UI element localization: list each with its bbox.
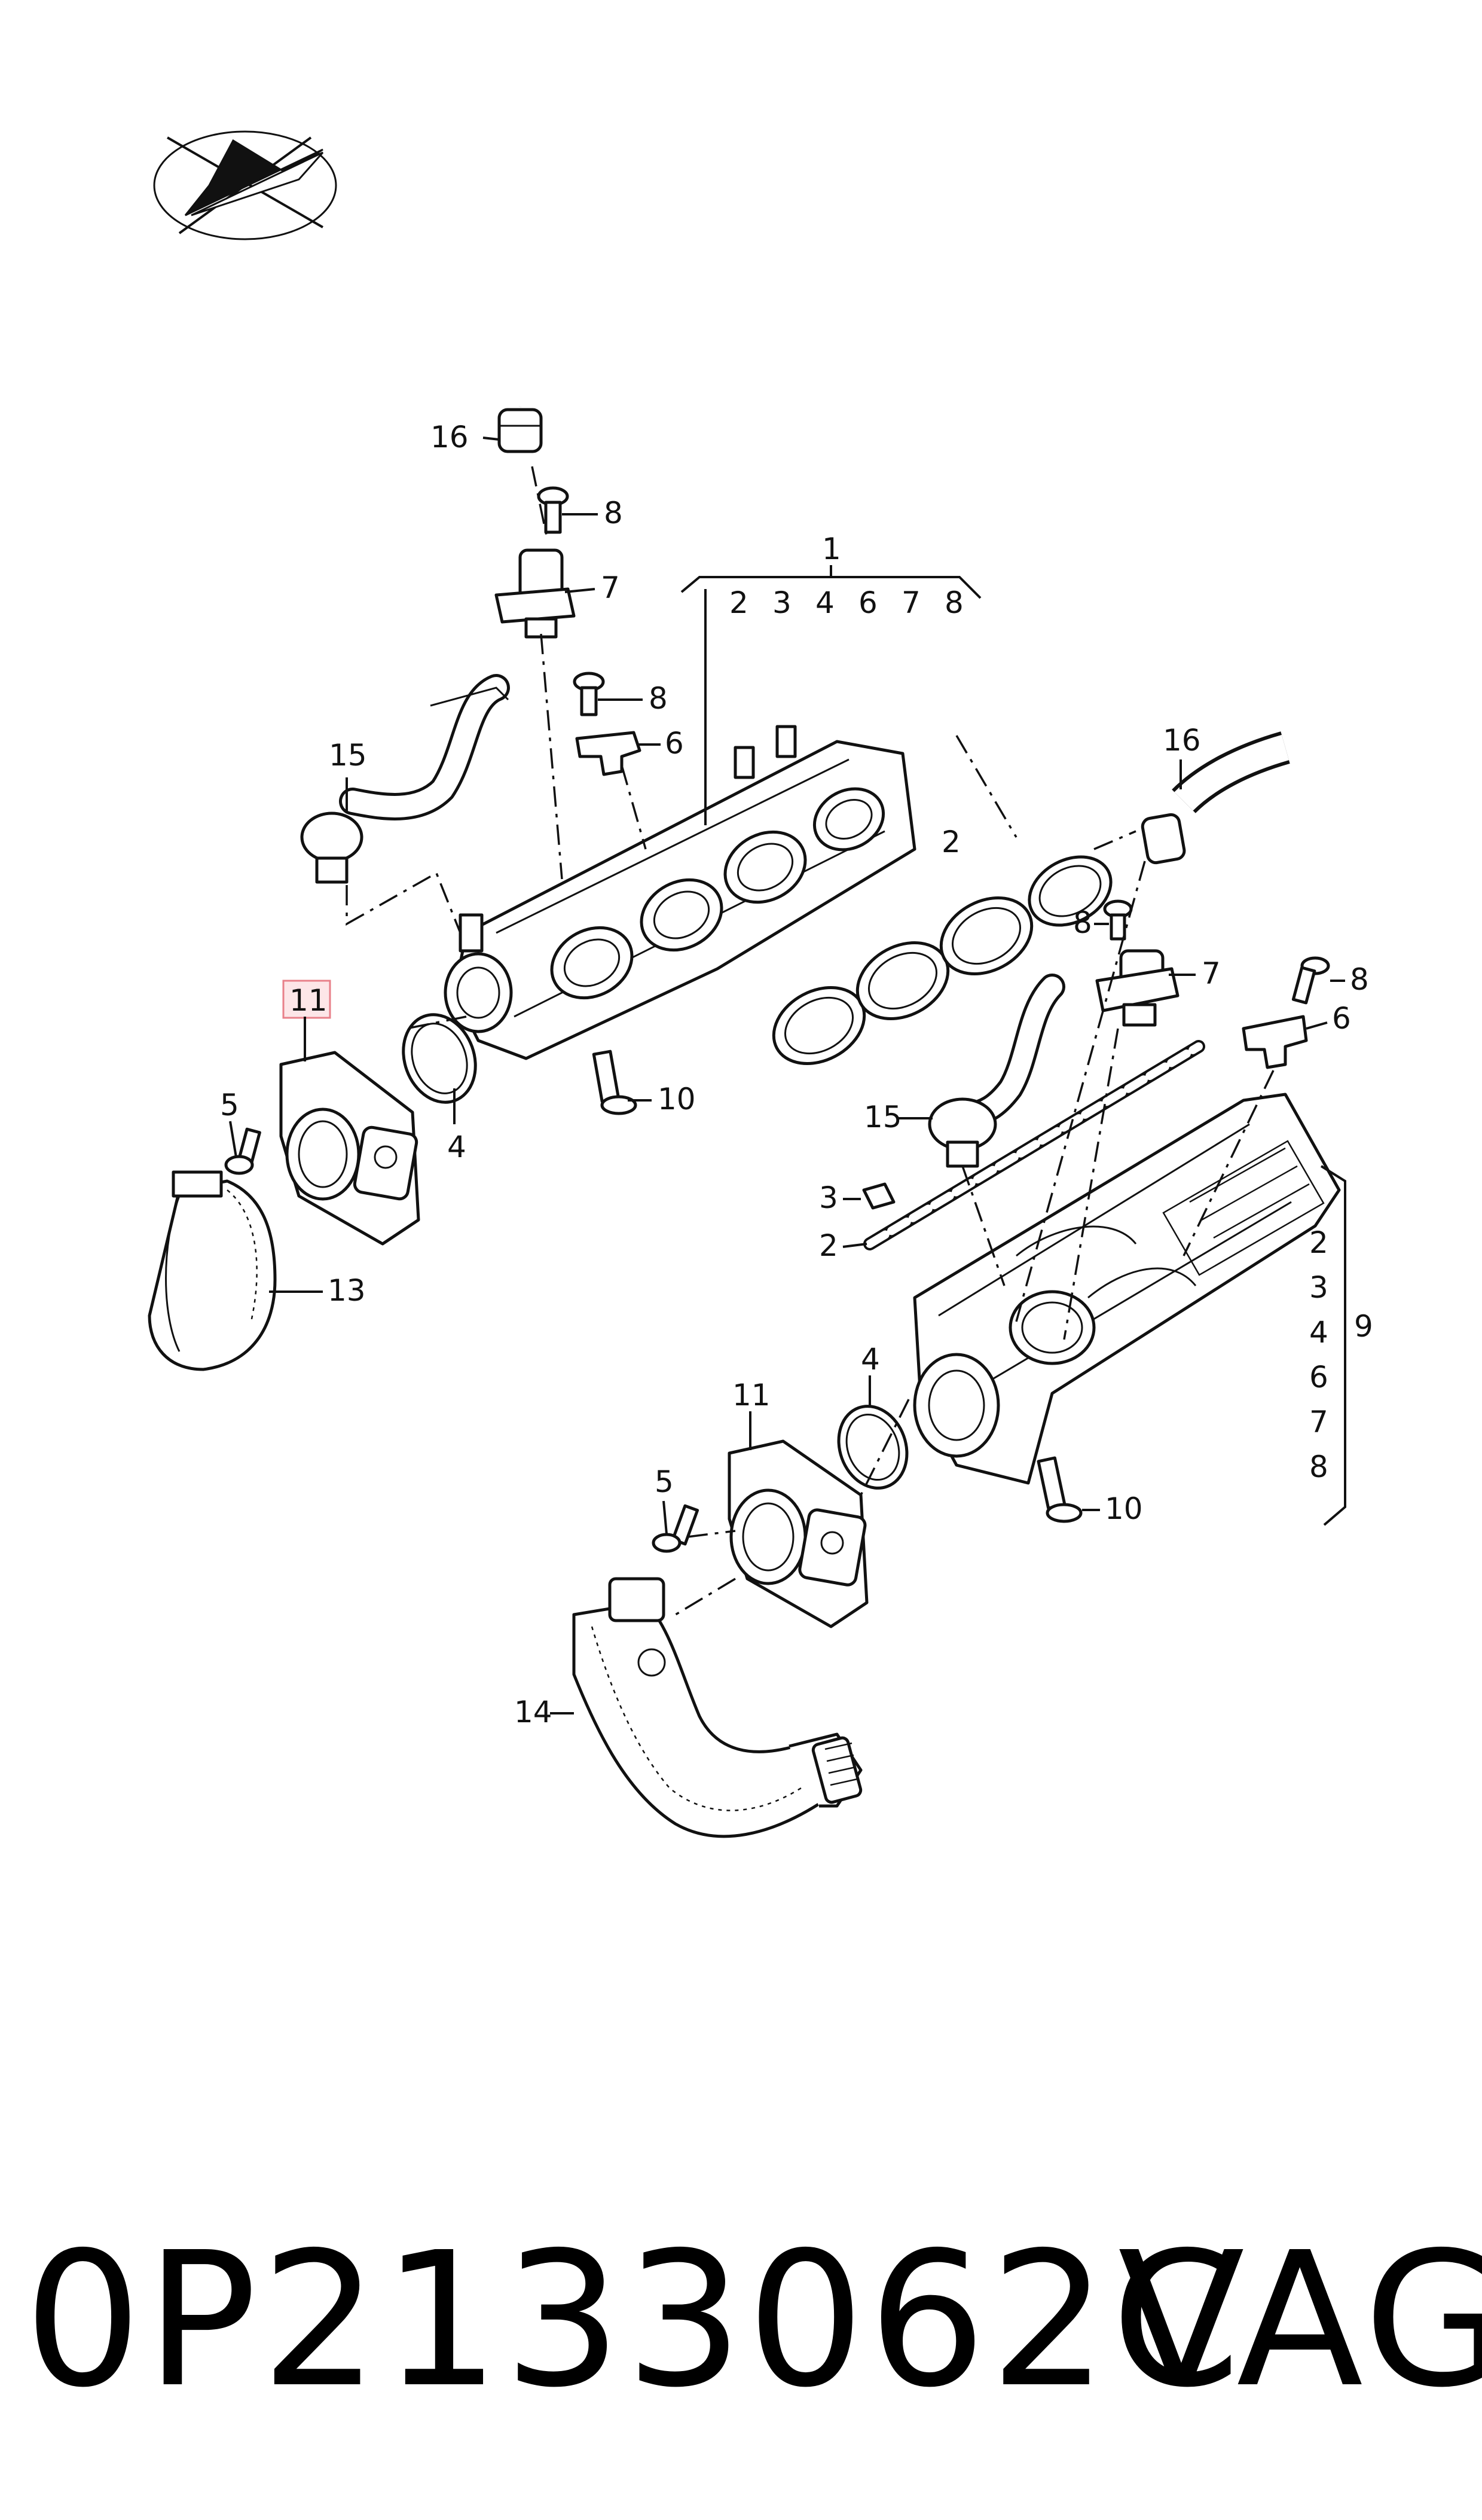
callout-6-right: 6 [1332, 1001, 1351, 1036]
coolant-hose-15-right [928, 974, 1065, 1168]
intake-manifold-9-lower [913, 1093, 1341, 1485]
group9-item: 8 [1309, 1450, 1328, 1484]
group-1-item-list: 2 3 4 6 7 8 [729, 585, 964, 620]
sensor-7-top [494, 548, 576, 639]
group1-item: 8 [945, 585, 964, 620]
sensor-6-top [575, 731, 641, 776]
highlight-box-11 [282, 980, 331, 1019]
screw-5-lower [652, 1504, 699, 1553]
group9-item: 4 [1309, 1315, 1328, 1350]
group-9-item-list: 2 3 4 6 7 8 [1309, 1225, 1328, 1484]
intake-manifold-upper [444, 725, 916, 1060]
callout-9: 9 [1354, 1309, 1373, 1344]
callout-7-top: 7 [601, 570, 620, 605]
group1-item: 4 [815, 585, 835, 620]
callout-2-upper: 2 [942, 825, 961, 859]
o-ring-4-lower [837, 1405, 909, 1490]
callout-10-lower: 10 [1105, 1491, 1143, 1526]
group9-item: 3 [1309, 1270, 1328, 1305]
air-duct-14 [572, 1577, 863, 1838]
callout-4-upper: 4 [447, 1130, 466, 1164]
callout-15-left: 15 [329, 738, 367, 773]
screw-8-middle [573, 672, 605, 716]
sensor-6-right [1242, 1015, 1308, 1069]
footer: 0P2133062C VAG [0, 2213, 1482, 2452]
part-number: 0P2133062C [24, 2213, 1245, 2429]
group9-item: 2 [1309, 1225, 1328, 1260]
group1-item: 6 [858, 585, 878, 620]
screw-8-right-lower [1291, 956, 1330, 1005]
callout-1: 1 [822, 532, 841, 566]
manifold-gasket-2-upper [772, 855, 1113, 1066]
breather-hose-16-right [1141, 731, 1290, 865]
coolant-hose-15-left [300, 674, 510, 884]
callout-3: 3 [819, 1180, 838, 1215]
callout-6-top: 6 [665, 726, 684, 761]
sensor-7-right [1095, 949, 1180, 1027]
direction-arrow-logo [153, 130, 337, 240]
air-duct-13 [148, 1170, 277, 1371]
brand-name: VAG [1118, 2213, 1482, 2429]
screw-8-right-upper [1103, 899, 1133, 941]
screw-8-top [537, 486, 569, 534]
group1-item: 2 [729, 585, 748, 620]
callout-4-lower: 4 [861, 1342, 880, 1377]
leader-lines [229, 437, 1346, 1714]
group1-item: 3 [772, 585, 792, 620]
callout-16-right: 16 [1163, 723, 1201, 758]
manifold-gasket-2-strip [863, 1040, 1205, 1250]
group9-item: 6 [1309, 1360, 1328, 1395]
callout-8-right-upper: 8 [1073, 905, 1092, 940]
callout-7-right: 7 [1202, 956, 1221, 991]
group1-item: 7 [902, 585, 921, 620]
callout-14: 14 [514, 1695, 552, 1729]
callout-13: 13 [328, 1273, 366, 1308]
callout-8-top: 8 [604, 496, 623, 530]
callout-10-upper: 10 [658, 1082, 696, 1116]
throttle-body-11-upper [279, 1051, 420, 1246]
callout-16-top: 16 [430, 420, 469, 454]
callout-15-right: 15 [864, 1100, 902, 1134]
bolt-10-lower [1037, 1456, 1083, 1523]
bolt-10-upper [592, 1050, 637, 1115]
breather-hose-16-top [497, 324, 616, 453]
throttle-body-11-lower [728, 1439, 869, 1628]
screw-5-upper [224, 1127, 261, 1175]
callout-5-lower: 5 [655, 1465, 674, 1499]
group9-item: 7 [1309, 1405, 1328, 1439]
clip-3 [862, 1182, 896, 1210]
callout-11-lower: 11 [732, 1378, 771, 1412]
callout-labels: 16 8 7 1 8 6 15 11 2 10 4 5 13 16 8 7 8 … [220, 420, 1373, 1729]
callout-8-mid: 8 [649, 681, 668, 716]
callout-8-right-lower: 8 [1350, 962, 1369, 997]
callout-5-upper: 5 [220, 1088, 239, 1122]
callout-2-lower: 2 [819, 1228, 838, 1263]
